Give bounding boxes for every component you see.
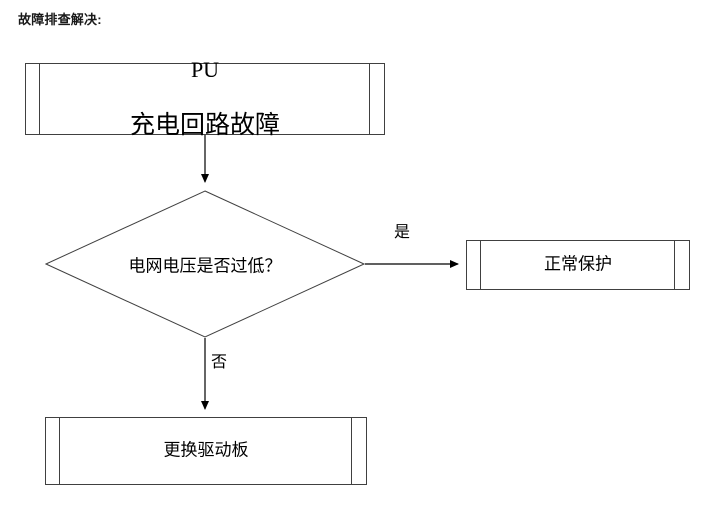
node-replace-driver-board[interactable]: 更换驱动板 bbox=[45, 417, 367, 485]
node-pu-charging-fault[interactable]: PU 充电回路故障 bbox=[25, 58, 385, 138]
node-decision-grid-voltage-too-low[interactable]: 电网电压是否过低？ bbox=[45, 190, 365, 338]
node-label-line-1: PU bbox=[190, 57, 220, 83]
predefined-process-bar-left bbox=[480, 240, 481, 290]
edge-label-no: 否 bbox=[211, 354, 228, 371]
predefined-process-bar-right bbox=[674, 240, 675, 290]
node-label-decision: 电网电压是否过低？ bbox=[128, 256, 282, 276]
predefined-process-bar-left bbox=[59, 417, 60, 485]
predefined-process-bar-right bbox=[369, 63, 370, 135]
predefined-process-bar-left bbox=[39, 63, 40, 135]
predefined-process-bar-right bbox=[351, 417, 352, 485]
node-label-line-2: 充电回路故障 bbox=[129, 111, 280, 139]
node-label-replace-driver-board: 更换驱动板 bbox=[163, 440, 249, 460]
page-title: 故障排查解决: bbox=[18, 12, 102, 27]
edge-label-yes: 是 bbox=[394, 224, 411, 241]
diamond-shape bbox=[45, 190, 365, 338]
node-normal-protection[interactable]: 正常保护 bbox=[466, 240, 690, 290]
node-label-group: PU 充电回路故障 bbox=[42, 29, 368, 169]
node-label-normal-protection: 正常保护 bbox=[544, 254, 612, 274]
